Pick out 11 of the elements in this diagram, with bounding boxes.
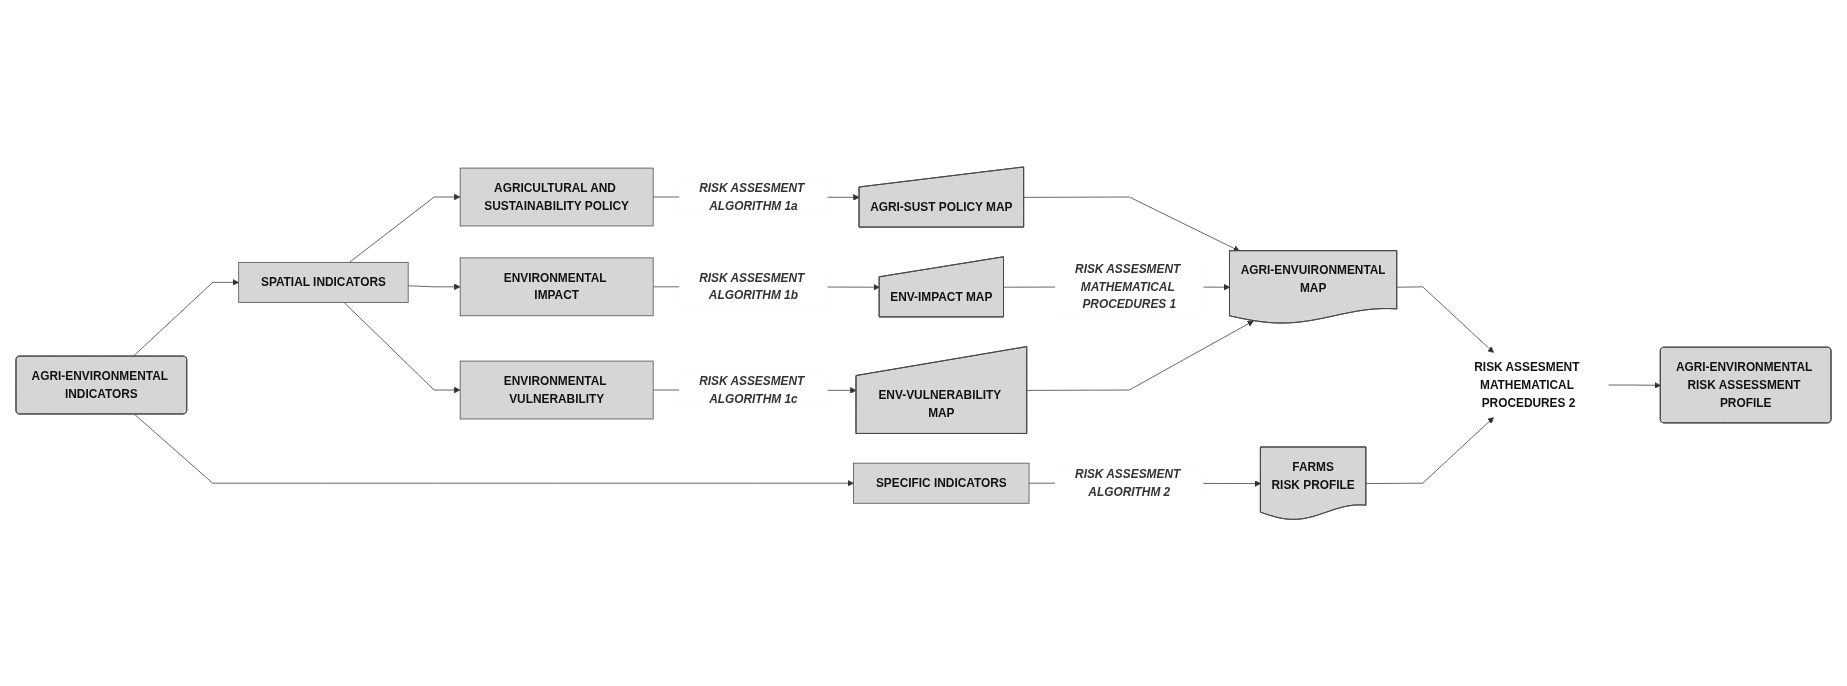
edge-label: RISK ASSESMENT ALGORITHM 1a [699, 181, 805, 212]
node-box: SPATIAL INDICATORS [238, 261, 409, 303]
node-box: ENVIRONMENTAL IMPACT [459, 257, 654, 316]
edge-label: RISK ASSESMENT ALGORITHM 1c [699, 374, 805, 405]
edge-label: RISK ASSESMENT MATHEMATICAL PROCEDURES 1 [1075, 262, 1181, 311]
node-box: SPECIFIC INDICATORS [853, 462, 1030, 504]
edge-label: RISK ASSESMENT ALGORITHM 1b [699, 271, 805, 302]
node-text: RISK ASSESMENT MATHEMATICAL PROCEDURES 2 [1474, 360, 1580, 409]
node-box: ENVIRONMENTAL VULNERABILITY [459, 360, 654, 420]
edge-label: RISK ASSESMENT ALGORITHM 2 [1075, 467, 1181, 498]
node-box: AGRICULTURAL AND SUSTAINABILITY POLICY [459, 167, 654, 227]
